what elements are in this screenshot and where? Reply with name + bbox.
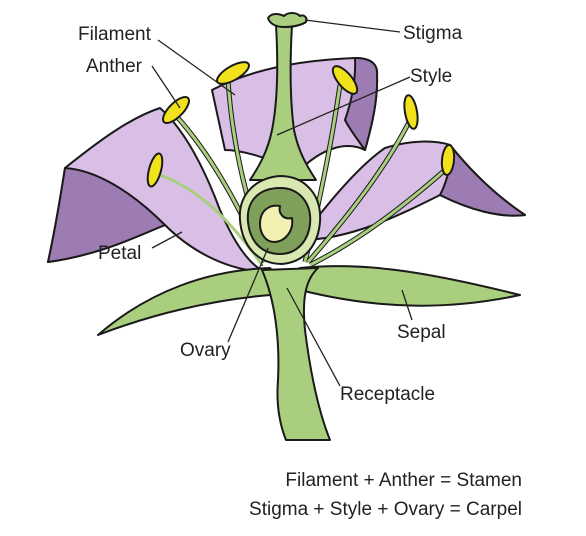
carpel xyxy=(238,12,322,265)
right-sepal xyxy=(293,265,521,307)
leader-receptacle xyxy=(286,287,341,387)
equation-stamen: Filament + Anther = Stamen xyxy=(285,470,522,491)
leader-ovary xyxy=(227,247,269,343)
style xyxy=(249,24,317,181)
leader-stigma xyxy=(304,19,401,33)
leader-filament xyxy=(157,39,236,96)
labels: Filament Anther Stigma Style Petal Sepal… xyxy=(78,23,463,405)
left-sepal xyxy=(97,267,279,336)
label-filament: Filament xyxy=(78,24,152,45)
anther-6 xyxy=(440,144,456,176)
anther-2 xyxy=(162,96,190,124)
label-stigma: Stigma xyxy=(403,23,463,44)
equation-carpel: Stigma + Style + Ovary = Carpel xyxy=(249,499,522,520)
equations: Filament + Anther = Stamen Stigma + Styl… xyxy=(249,470,522,520)
anther-5 xyxy=(403,94,419,130)
leader-anther xyxy=(151,65,181,109)
receptacle-stem xyxy=(261,267,331,441)
label-ovary: Ovary xyxy=(180,340,231,361)
leader-lines xyxy=(151,19,413,387)
stigma xyxy=(267,12,308,28)
label-style: Style xyxy=(410,66,452,87)
leader-petal xyxy=(151,231,183,249)
label-anther: Anther xyxy=(86,56,143,77)
label-receptacle: Receptacle xyxy=(340,384,435,405)
ovule xyxy=(259,204,294,243)
left-petal-shade xyxy=(47,167,166,263)
label-sepal: Sepal xyxy=(397,322,446,343)
petals xyxy=(47,57,526,273)
sepals xyxy=(97,265,521,441)
label-petal: Petal xyxy=(98,243,141,264)
stamens xyxy=(146,61,456,268)
filament-5-fill xyxy=(306,119,412,263)
filament-6-fill xyxy=(309,168,446,267)
leader-style xyxy=(276,76,411,136)
anther-1 xyxy=(146,152,164,188)
anther-4 xyxy=(331,65,359,95)
leader-sepal xyxy=(401,289,413,321)
